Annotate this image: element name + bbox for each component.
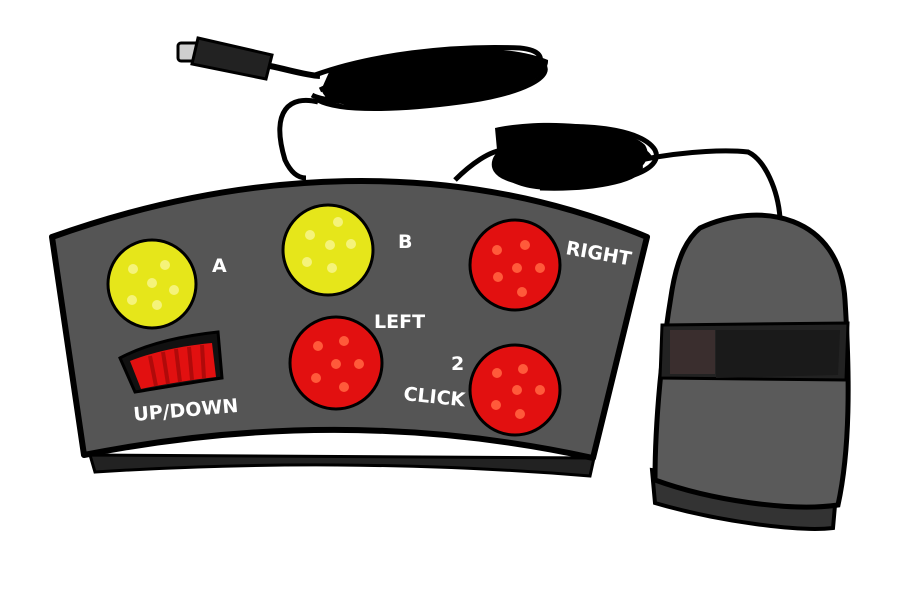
button-dots [492,240,545,297]
button-dots [311,336,364,392]
button-double-click[interactable] [468,343,562,437]
usb-plug-icon [176,36,321,81]
button-a-label: A [212,255,227,277]
button-double-click-label-number: 2 [451,353,464,375]
button-right[interactable] [468,218,562,312]
button-a[interactable] [106,238,198,330]
button-left-label: LEFT [374,311,425,333]
scroll-ridges [148,344,206,387]
cable-coil [321,48,549,109]
button-dots [491,364,545,419]
button-dots [302,217,356,273]
cable-coil [495,122,648,190]
button-dots [127,260,179,310]
button-b-label: B [398,231,412,253]
mouse-band-highlight [670,330,715,374]
button-b[interactable] [281,203,375,297]
mouse-icon [649,212,851,531]
scroll-rocker[interactable] [118,330,224,394]
button-left[interactable] [288,315,384,411]
